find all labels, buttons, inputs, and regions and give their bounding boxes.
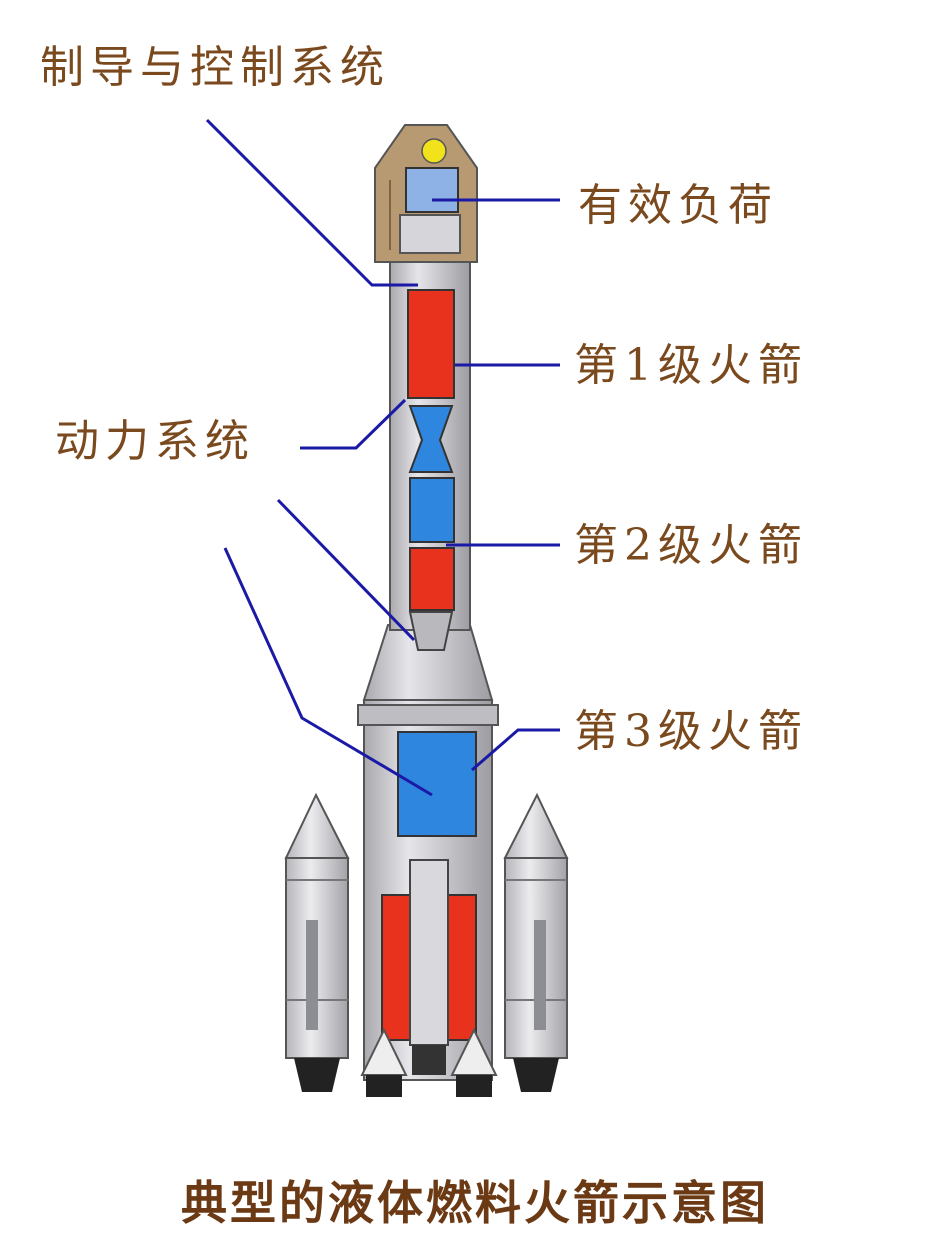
- label-stage-1: 第1级火箭: [574, 340, 808, 391]
- right-booster: [503, 792, 569, 1092]
- leader-lines: [205, 118, 560, 797]
- leader-power-2: [276, 498, 416, 642]
- nose-cone: [374, 124, 478, 263]
- core-lower-stage: [357, 624, 499, 1097]
- leader-power-3: [223, 547, 433, 797]
- label-stage-2: 第2级火箭: [574, 520, 808, 571]
- label-power-system: 动力系统: [55, 416, 255, 467]
- left-booster: [284, 792, 350, 1092]
- label-stage-3: 第3级火箭: [574, 706, 808, 757]
- label-guidance-control-system: 制导与控制系统: [40, 42, 390, 93]
- leader-stage3: [471, 728, 560, 772]
- core-upper-stages: [389, 244, 471, 651]
- leader-power-1: [300, 398, 407, 450]
- diagram-caption: 典型的液体燃料火箭示意图: [181, 1176, 769, 1230]
- label-payload: 有效负荷: [578, 180, 778, 231]
- leader-guidance: [205, 118, 418, 287]
